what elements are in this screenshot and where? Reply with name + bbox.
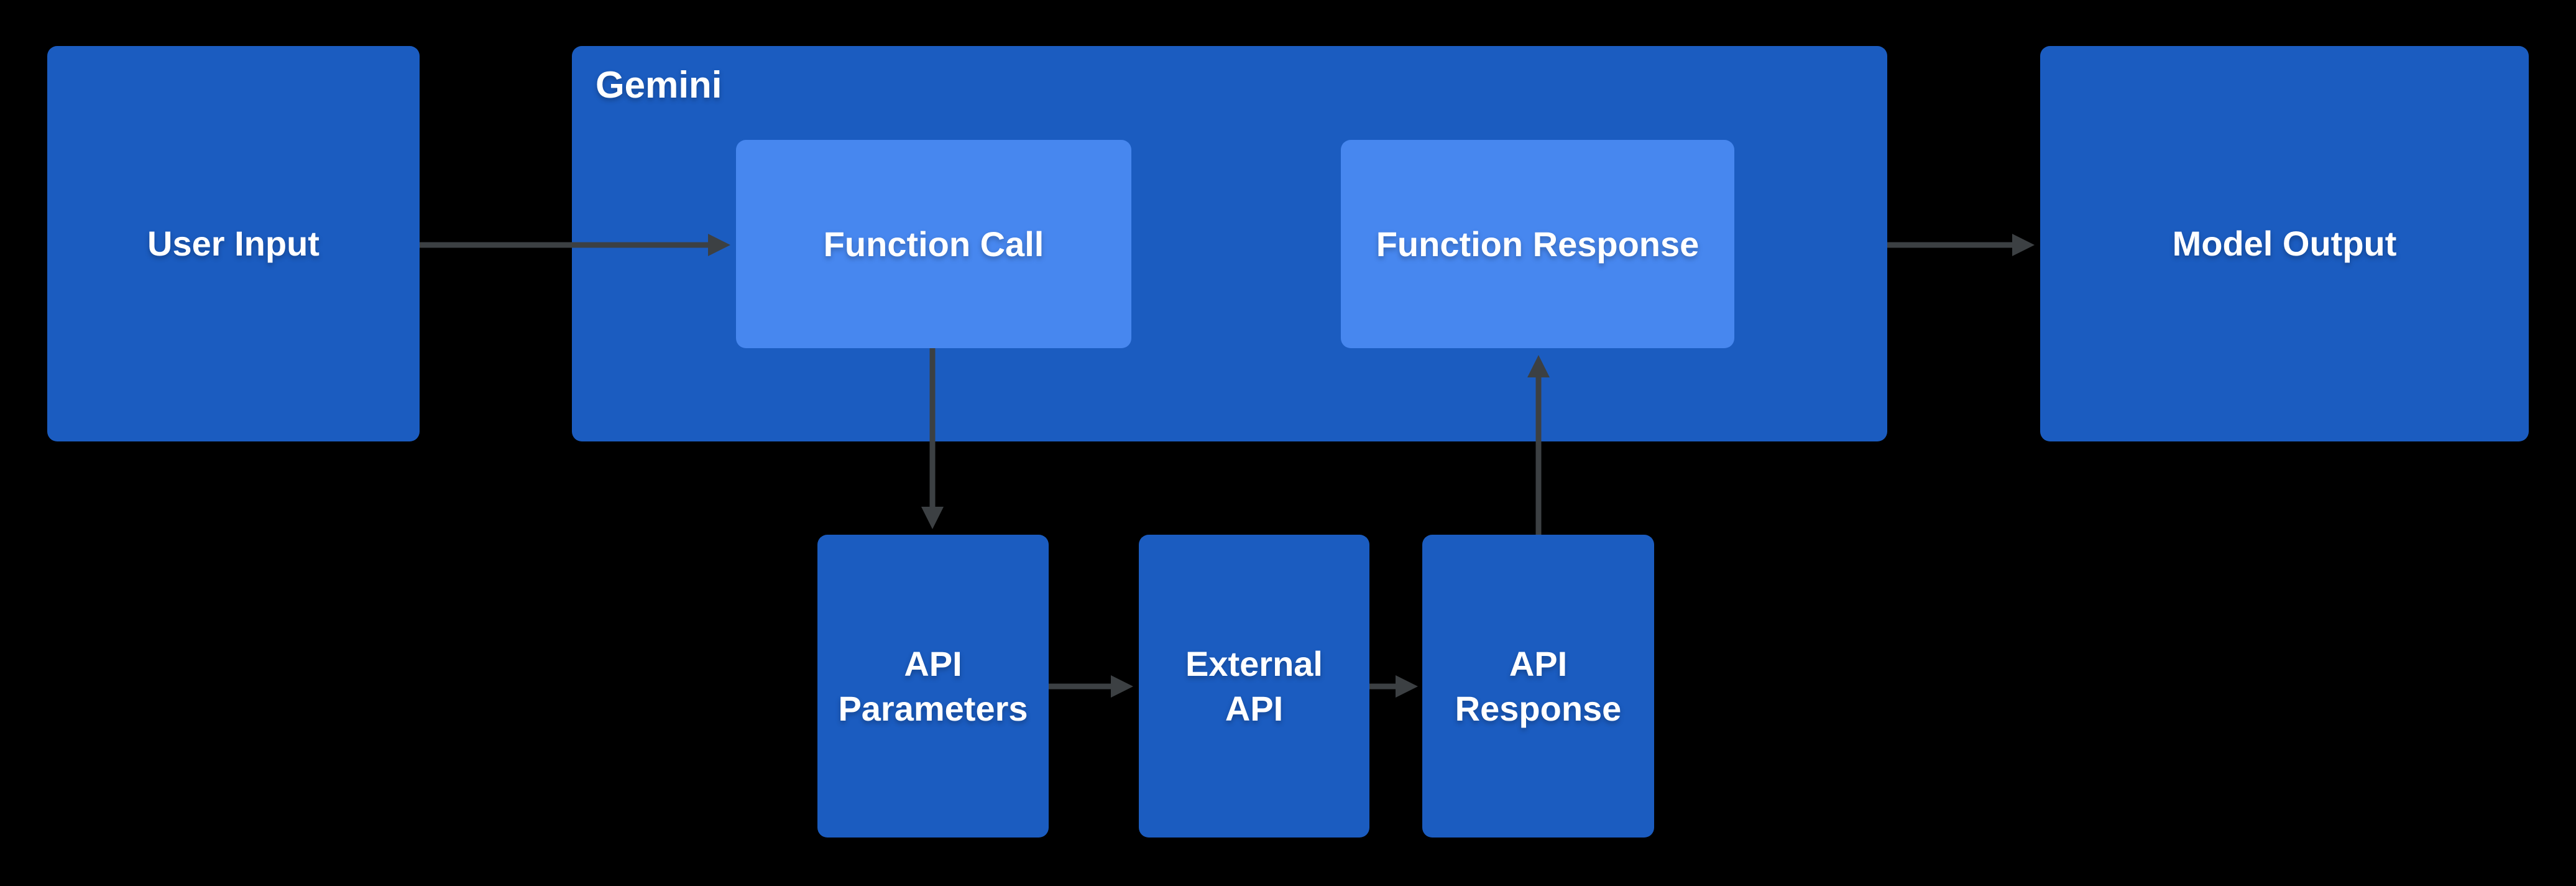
container-gemini-label: Gemini [596,64,722,106]
node-function-call-label: Function Call [823,224,1044,264]
node-user-input-label: User Input [147,224,320,264]
node-model-output-label: Model Output [2172,224,2397,264]
node-api-response: API Response [1422,535,1654,838]
node-model-output: Model Output [2040,46,2529,441]
node-api-response-label-line2: Response [1455,688,1622,728]
node-api-parameters: API Parameters [817,535,1049,838]
node-external-api-label-line1: External [1185,644,1323,683]
node-function-response: Function Response [1341,140,1734,348]
node-api-parameters-label-line1: API [904,644,962,683]
node-function-response-label: Function Response [1376,224,1700,264]
node-external-api: External API [1139,535,1369,838]
node-external-api-label-line2: API [1225,688,1284,728]
node-function-call: Function Call [736,140,1131,348]
node-api-response-label-line1: API [1509,644,1568,683]
node-user-input: User Input [47,46,420,441]
node-api-parameters-label-line2: Parameters [838,688,1028,728]
